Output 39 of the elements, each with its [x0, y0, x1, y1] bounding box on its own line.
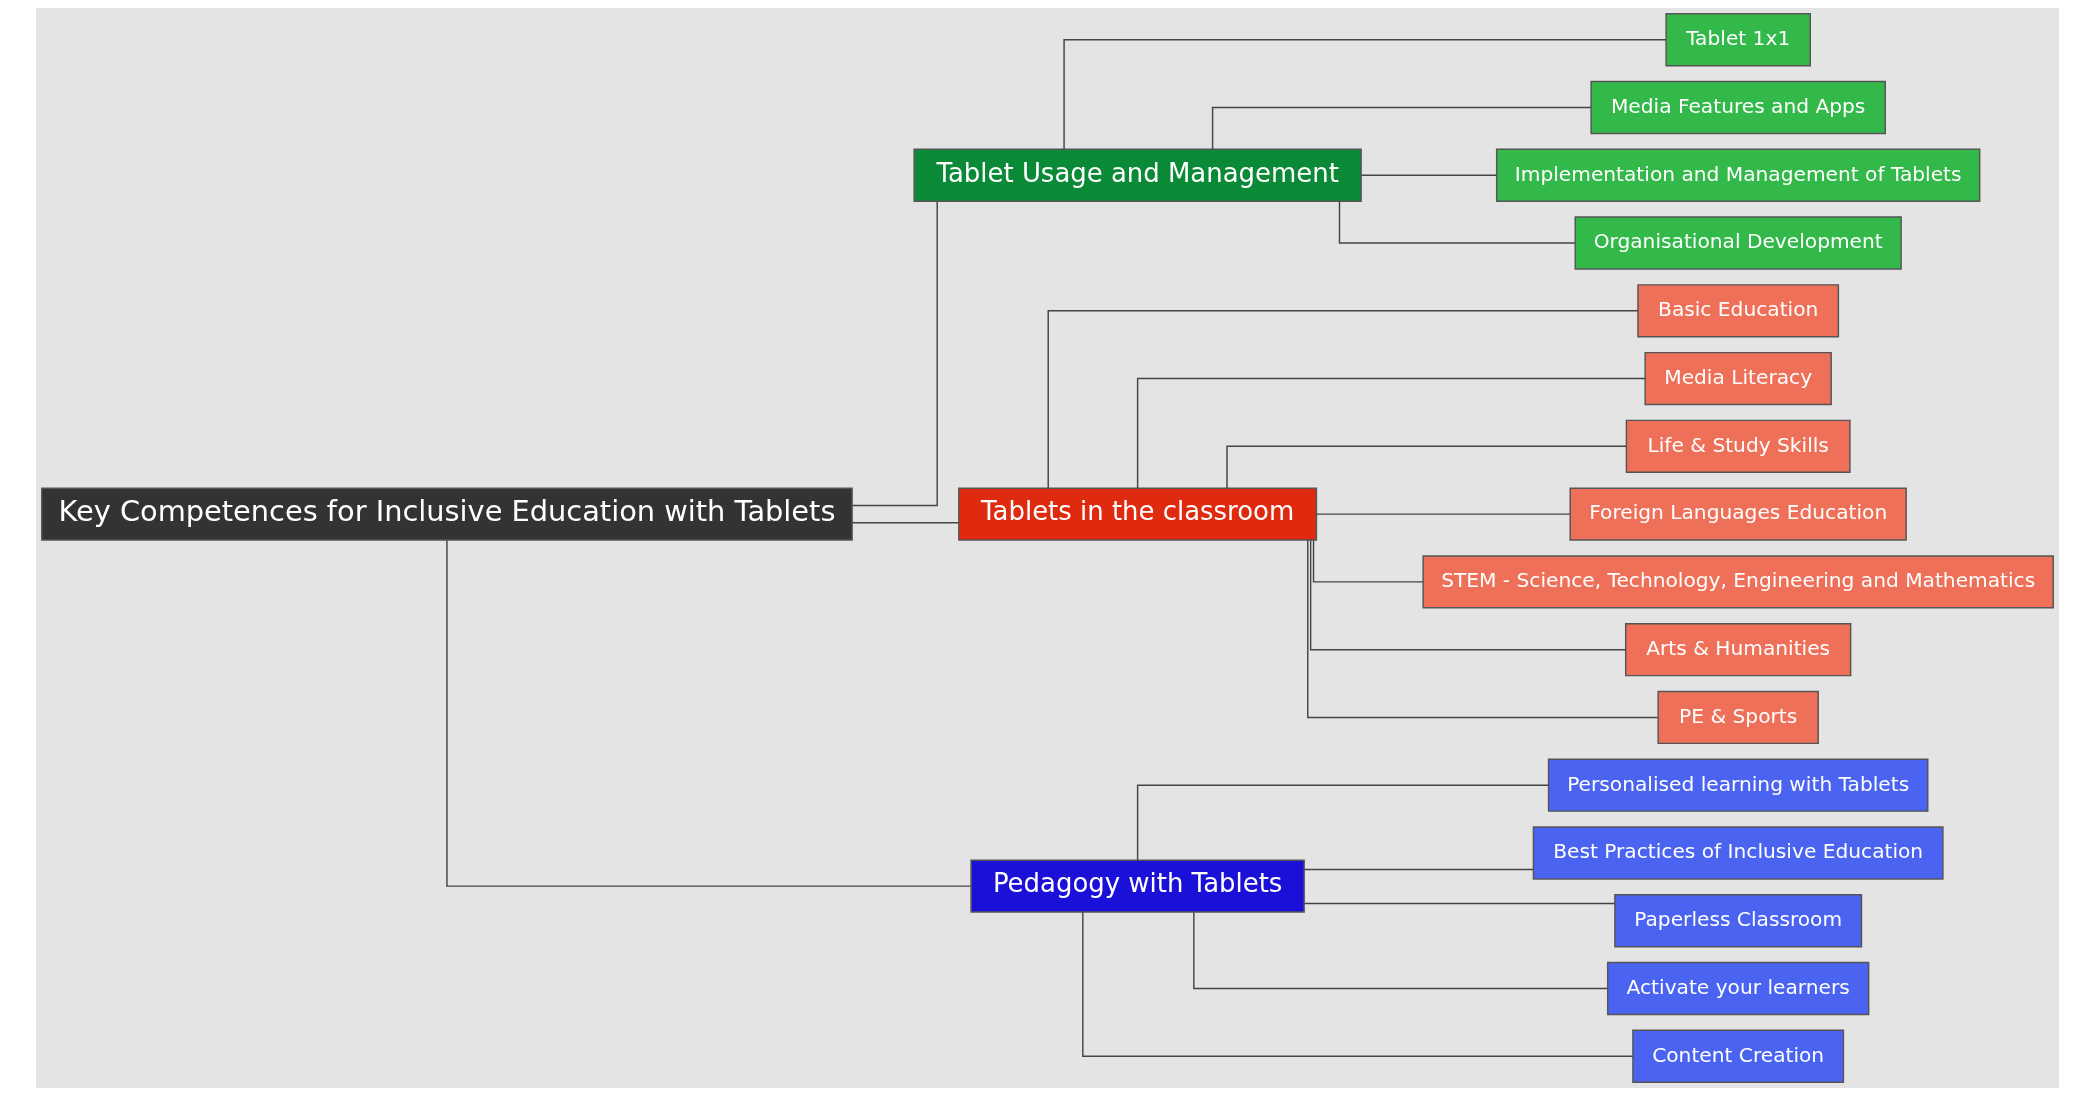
- connector: [851, 201, 938, 507]
- node-box: Best Practices of Inclusive Education: [1532, 826, 1944, 880]
- node-box: Arts & Humanities: [1624, 623, 1851, 677]
- connector: [1062, 39, 1667, 150]
- node-box: Activate your learners: [1606, 961, 1869, 1016]
- connector: [1360, 174, 1497, 176]
- connector: [1303, 902, 1615, 905]
- node-box: Paperless Classroom: [1613, 894, 1862, 948]
- node-box: Organisational Development: [1574, 216, 1902, 270]
- connector: [1136, 377, 1646, 489]
- connector: [851, 522, 959, 524]
- node-box: Tablets in the classroom: [957, 487, 1317, 541]
- node-box: Personalised learning with Tablets: [1547, 758, 1928, 812]
- node-box: Pedagogy with Tablets: [969, 859, 1305, 913]
- node-box: Media Literacy: [1643, 351, 1832, 406]
- node-box: Basic Education: [1636, 284, 1839, 338]
- connector: [1309, 539, 1626, 651]
- connector: [1315, 513, 1570, 515]
- node-box: Life & Study Skills: [1625, 419, 1851, 474]
- node-box: Key Competences for Inclusive Education with Tablets: [40, 487, 853, 541]
- node-box: Tablet Usage and Management: [912, 148, 1362, 202]
- node-box: Implementation and Management of Tablets: [1495, 148, 1980, 202]
- node-box: STEM - Science, Technology, Engineering and Mathematics: [1421, 555, 2054, 609]
- node-box: Tablet 1x1: [1664, 13, 1811, 67]
- node-box: Media Features and Apps: [1589, 80, 1886, 135]
- connector: [1047, 310, 1639, 489]
- node-box: Content Creation: [1631, 1029, 1844, 1083]
- connector: [1136, 784, 1549, 861]
- connector: [1225, 445, 1627, 489]
- connector: [1192, 911, 1608, 990]
- connector: [1303, 868, 1534, 871]
- node-box: Foreign Languages Education: [1568, 487, 1907, 541]
- connector: [445, 539, 972, 887]
- connector: [1211, 106, 1592, 150]
- node-box: PE & Sports: [1656, 690, 1819, 745]
- connector: [1306, 539, 1658, 719]
- connector: [1312, 539, 1424, 583]
- connector: [1081, 911, 1634, 1057]
- connector: [1338, 200, 1576, 244]
